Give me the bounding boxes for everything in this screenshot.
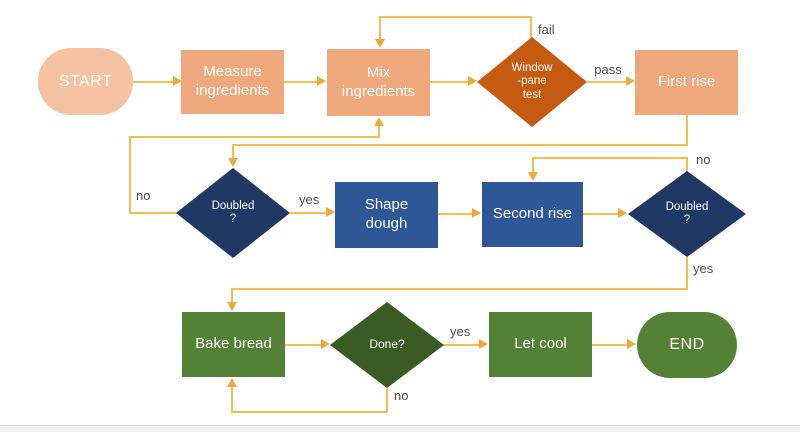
connector-mix-windowpane xyxy=(430,81,469,83)
node-windowpane-label: Window -pane test xyxy=(511,62,553,101)
node-firstrise-label: First rise xyxy=(657,73,716,91)
connector-secondrise-doubled2 xyxy=(583,213,619,215)
bottom-divider xyxy=(0,425,800,426)
edge-label-doubled2-yes: yes xyxy=(693,261,714,276)
arrowhead-fail-mix xyxy=(375,39,385,48)
arrowhead-done-bake xyxy=(227,378,237,387)
node-start[interactable]: START xyxy=(38,48,133,115)
node-bake-label: Bake bread xyxy=(195,335,272,353)
connector-windowpane-firstrise xyxy=(587,81,627,83)
connector-shape-secondrise xyxy=(438,213,473,215)
edge-label-doubled1-yes: yes xyxy=(299,192,320,207)
connector-doubled2-no-across xyxy=(532,157,688,159)
node-end[interactable]: END xyxy=(637,312,737,378)
arrowhead-start-measure xyxy=(173,76,182,86)
node-secondrise-label: Second rise xyxy=(492,205,573,223)
connector-doubled1-no-up xyxy=(129,136,131,214)
connector-done-no-up xyxy=(231,387,233,413)
edge-label-done-yes: yes xyxy=(450,324,471,339)
arrowhead-doubled1-shape xyxy=(326,207,335,217)
connector-doubled2-yes-across xyxy=(231,288,688,290)
arrowhead-bake-done xyxy=(321,339,330,349)
node-bake-bread[interactable]: Bake bread xyxy=(182,312,285,377)
node-mix-ingredients[interactable]: Mix ingredients xyxy=(327,49,430,116)
node-doubled-1[interactable]: Doubled ? xyxy=(176,168,290,258)
arrowhead-doubled1-mix xyxy=(374,117,384,126)
connector-measure-mix xyxy=(284,81,318,83)
node-window-pane-test[interactable]: Window -pane test xyxy=(477,37,587,127)
node-mix-label: Mix ingredients xyxy=(341,63,416,100)
node-done[interactable]: Done? xyxy=(330,302,444,388)
arrowhead-firstrise-doubled1 xyxy=(228,158,238,167)
connector-doubled2-yes-stub xyxy=(231,288,233,303)
node-let-cool[interactable]: Let cool xyxy=(489,312,592,377)
edge-label-doubled1-no: no xyxy=(136,188,151,203)
arrowhead-windowpane-firstrise xyxy=(626,76,635,86)
connector-firstrise-across xyxy=(232,144,688,146)
connector-firstrise-down xyxy=(686,115,688,146)
arrowhead-letcool-end xyxy=(627,339,636,349)
node-start-label: START xyxy=(58,72,113,90)
connector-doubled1-no-left xyxy=(129,212,176,214)
node-measure-label: Measure ingredients xyxy=(195,63,270,99)
connector-doubled2-yes-down xyxy=(686,257,688,290)
connector-fail-down xyxy=(379,16,381,40)
node-first-rise[interactable]: First rise xyxy=(635,50,738,115)
connector-bake-done xyxy=(285,344,322,346)
node-doubled1-label: Doubled ? xyxy=(211,199,255,225)
arrowhead-shape-secondrise xyxy=(472,208,481,218)
connector-done-letcool xyxy=(443,344,480,346)
node-doubled-2[interactable]: Doubled ? xyxy=(628,171,746,257)
node-shape-dough[interactable]: Shape dough xyxy=(335,182,438,248)
arrowhead-measure-mix xyxy=(317,76,326,86)
edge-label-pass: pass xyxy=(594,62,622,77)
arrowhead-secondrise-doubled2 xyxy=(618,208,627,218)
connector-fail-up xyxy=(530,16,532,39)
node-second-rise[interactable]: Second rise xyxy=(482,182,583,247)
connector-doubled1-shape xyxy=(290,212,327,214)
arrowhead-mix-windowpane xyxy=(468,76,477,86)
arrowhead-doubled2-bake xyxy=(227,302,237,311)
node-shapedough-label: Shape dough xyxy=(364,196,409,232)
connector-done-no-across xyxy=(231,411,388,413)
connector-fail-across xyxy=(379,16,532,18)
connector-done-no-down xyxy=(386,388,388,413)
connector-doubled2-no-up xyxy=(686,157,688,172)
edge-label-doubled2-no: no xyxy=(696,152,711,167)
node-letcool-label: Let cool xyxy=(514,335,567,353)
connector-doubled1-no-across xyxy=(129,136,379,138)
edge-label-fail: fail xyxy=(538,22,555,37)
node-measure-ingredients[interactable]: Measure ingredients xyxy=(181,50,284,114)
connector-doubled2-no-down xyxy=(532,157,534,173)
arrowhead-doubled2-secondrise xyxy=(528,172,538,181)
bottom-strip xyxy=(0,426,800,432)
connector-doubled1-no-stub xyxy=(378,125,380,138)
connector-letcool-end xyxy=(592,344,628,346)
node-doubled2-label: Doubled ? xyxy=(665,200,709,226)
connector-start-measure xyxy=(133,81,174,83)
node-end-label: END xyxy=(669,336,705,353)
arrowhead-done-letcool xyxy=(479,339,488,349)
node-done-label: Done? xyxy=(369,337,405,352)
connector-firstrise-doubled1 xyxy=(232,144,234,158)
edge-label-done-no: no xyxy=(394,388,409,403)
